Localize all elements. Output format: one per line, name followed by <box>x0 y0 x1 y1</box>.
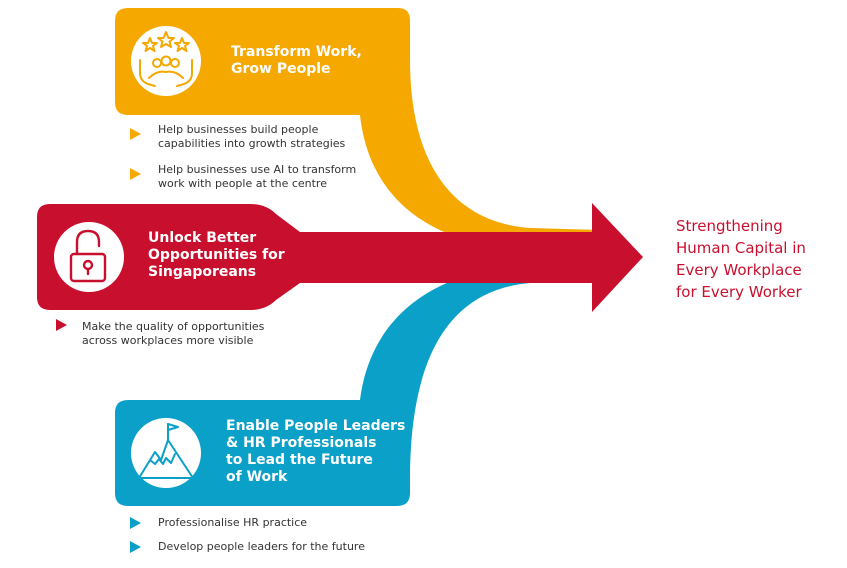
outcome-line: Human Capital in <box>676 239 806 257</box>
pillar-1-bullet-2: Help businesses use AI to transform work… <box>158 163 356 191</box>
bullet-line: Professionalise HR practice <box>158 516 308 529</box>
outcome-statement: Strengthening Human Capital in Every Wor… <box>676 215 806 303</box>
red-flow-band <box>37 204 600 310</box>
bullet-line: Develop people leaders for the future <box>158 540 365 553</box>
pillar-3-bullet-1: Professionalise HR practice <box>158 516 307 530</box>
pillar-1-title-line: Transform Work, <box>231 44 362 60</box>
yellow-flow-band <box>115 8 600 250</box>
bullet-arrow-icon <box>130 517 141 529</box>
pillar-3-title-line: to Lead the Future <box>226 452 373 468</box>
mountain-flag-icon <box>138 423 194 479</box>
bullet-arrow-icon <box>130 128 141 140</box>
bullet-line: across workplaces more visible <box>82 334 254 347</box>
pillar-3-bullet-2: Develop people leaders for the future <box>158 540 365 554</box>
pillar-3-icon-circle <box>131 418 201 488</box>
pillar-1-title: Transform Work, Grow People <box>231 44 362 78</box>
bullet-arrow-icon <box>130 541 141 553</box>
arrow-head <box>592 203 643 312</box>
bullet-arrow-icon <box>56 319 67 331</box>
outcome-line: Strengthening <box>676 217 783 235</box>
stars-hands-icon <box>139 31 193 87</box>
padlock-open-icon <box>69 229 107 283</box>
pillar-2-title: Unlock Better Opportunities for Singapor… <box>148 230 285 281</box>
bullet-line: Help businesses use AI to transform <box>158 163 357 176</box>
bullet-arrow-icon <box>130 168 141 180</box>
bullet-line: Make the quality of opportunities <box>82 320 265 333</box>
outcome-line: Every Workplace <box>676 261 802 279</box>
bullet-line: capabilities into growth strategies <box>158 137 346 150</box>
pillar-3-title-line: & HR Professionals <box>226 435 377 451</box>
bullet-line: work with people at the centre <box>158 177 327 190</box>
outcome-line: for Every Worker <box>676 283 802 301</box>
pillar-3-title-line: Enable People Leaders <box>226 418 406 434</box>
blue-flow-band <box>115 265 600 506</box>
pillar-1-bullet-1: Help businesses build people capabilitie… <box>158 123 345 151</box>
pillar-2-title-line: Opportunities for <box>148 247 285 263</box>
pillar-3-title: Enable People Leaders & HR Professionals… <box>226 418 405 486</box>
pillar-1-icon-circle <box>131 26 201 96</box>
pillar-3-title-line: of Work <box>226 469 288 485</box>
pillar-2-icon-circle <box>54 222 124 292</box>
bullet-line: Help businesses build people <box>158 123 319 136</box>
pillar-2-bullet-1: Make the quality of opportunities across… <box>82 320 264 348</box>
pillar-2-title-line: Unlock Better <box>148 230 257 246</box>
pillar-2-title-line: Singaporeans <box>148 264 257 280</box>
pillar-1-title-line: Grow People <box>231 61 331 77</box>
